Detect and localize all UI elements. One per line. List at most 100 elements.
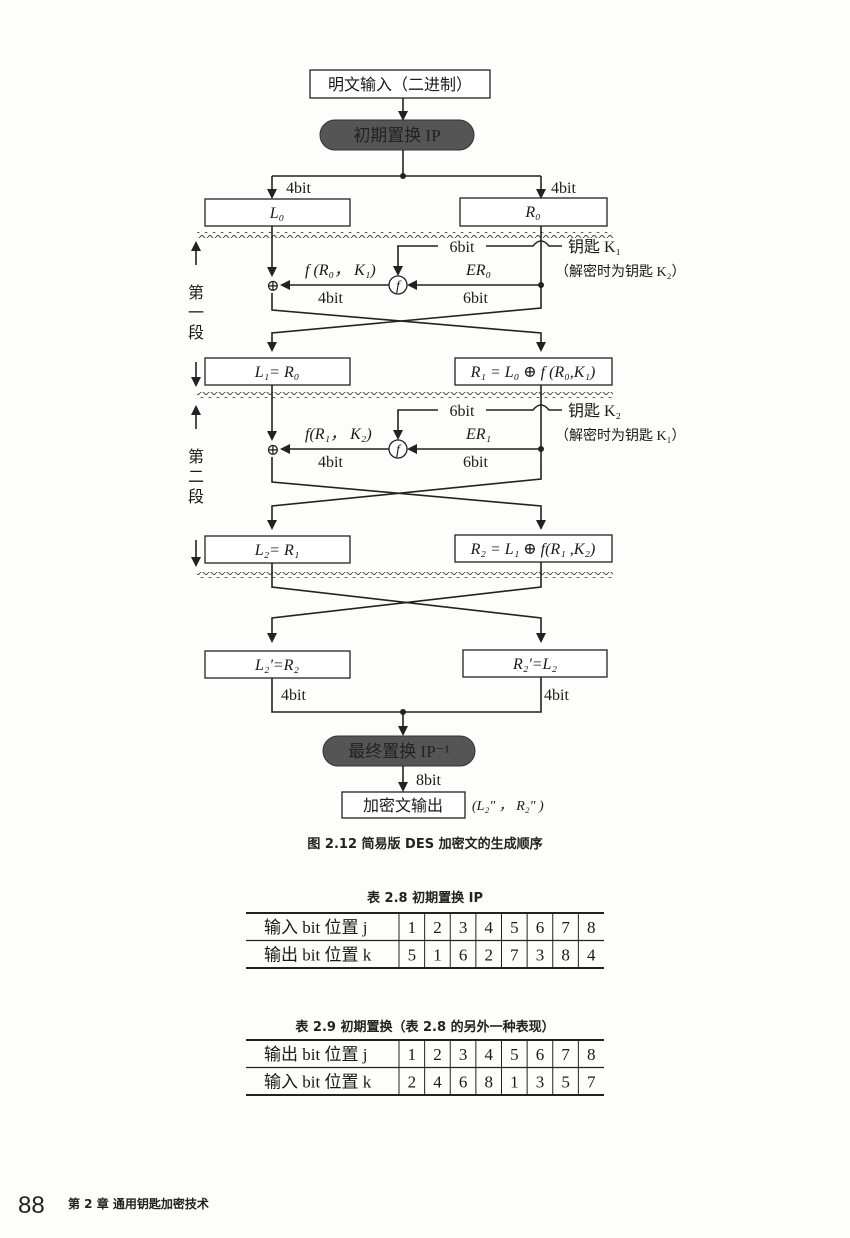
f-output-label: f(R₁， K₂)	[305, 426, 372, 443]
table-cell: 1	[510, 1073, 519, 1092]
key-line	[486, 240, 562, 247]
r2-box	[454, 534, 613, 563]
bits-label: 4bit	[318, 454, 343, 471]
table-cell: 4	[587, 946, 596, 965]
merge-line	[271, 677, 542, 713]
ciphertext-output-box	[341, 791, 466, 819]
stage-label-char: 第	[188, 284, 204, 302]
l1-box	[204, 357, 351, 386]
ciphertext-output-label: 加密文输出	[363, 797, 443, 815]
key-decrypt-note: （解密时为钥匙 K₂）	[555, 263, 686, 280]
table-cell: 2	[433, 1045, 442, 1064]
table-cell: 7	[561, 1045, 570, 1064]
table-cell: 4	[484, 918, 493, 937]
table-cell: 7	[561, 918, 570, 937]
xor-icon: ⊕	[266, 442, 279, 459]
cross-line	[267, 562, 542, 643]
bits-label: 4bit	[281, 687, 306, 704]
xor-icon: ⊕	[266, 278, 279, 295]
row-label: 输入 bit 位置 j	[264, 918, 367, 937]
table-cell: 6	[536, 918, 545, 937]
table-caption: 表 2.8 初期置换 IP	[366, 890, 483, 906]
r0-box	[459, 197, 608, 227]
plaintext-input-label: 明文输入（二进制）	[328, 76, 472, 94]
er-label: ER₁	[465, 426, 491, 443]
table-cell: 3	[536, 1073, 545, 1092]
table-cell: 3	[459, 918, 468, 937]
table-cell: 5	[561, 1073, 570, 1092]
page-number: 88	[18, 1192, 45, 1219]
key-decrypt-note: （解密时为钥匙 K₁）	[555, 427, 686, 444]
table-cell: 6	[536, 1045, 545, 1064]
table-cell: 8	[587, 1045, 596, 1064]
arrow	[393, 245, 438, 276]
wavy-divider	[197, 392, 613, 398]
row-label: 输出 bit 位置 k	[264, 946, 372, 965]
round-1: 第 一 段 ⊕ 6bit 钥匙 K₁ （解密时为钥匙 K₂） f f (R₀， …	[188, 226, 686, 387]
table-cell: 3	[536, 946, 545, 965]
table-cell: 1	[408, 918, 417, 937]
f-output-label: f (R₀， K₁)	[305, 262, 376, 279]
table-cell: 6	[459, 946, 468, 965]
cross-line	[267, 464, 542, 530]
table-cell: 2	[484, 946, 493, 965]
key-line	[486, 404, 562, 411]
bits-label: 4bit	[318, 290, 343, 307]
table-cell: 5	[408, 946, 417, 965]
round-2: 第 二 段 ⊕ 6bit 钥匙 K₂ （解密时为钥匙 K₁） f f(R₁， K…	[188, 385, 686, 567]
r2-prime-box	[462, 649, 608, 678]
f-symbol: f	[396, 279, 402, 294]
stage-label-char: 二	[188, 469, 204, 486]
table-cell: 7	[587, 1073, 596, 1092]
bits-label: 6bit	[463, 454, 488, 471]
r1-box	[454, 357, 613, 386]
wavy-divider	[197, 572, 613, 578]
l2-label: L₂= R₁	[254, 542, 300, 559]
l0-label: L₀	[269, 205, 284, 222]
table-cell: 5	[510, 1045, 519, 1064]
cross-line	[271, 457, 546, 530]
stage-label-char: 第	[188, 448, 204, 466]
output-note: (L₂" ， R₂" )	[472, 799, 544, 814]
l2-box	[204, 535, 351, 564]
initial-permutation-label: 初期置换 IP	[353, 126, 440, 145]
table-cell: 8	[484, 1073, 493, 1092]
row-label: 输出 bit 位置 j	[264, 1045, 367, 1064]
r0-label: R₀	[524, 204, 540, 221]
cross-line	[267, 300, 542, 352]
table-cell: 8	[561, 946, 570, 965]
key-label: 钥匙 K₁	[568, 238, 621, 256]
wavy-divider	[197, 232, 613, 238]
initial-permutation-pill	[319, 119, 475, 151]
f-symbol: f	[396, 443, 402, 458]
table-cell: 4	[433, 1073, 442, 1092]
final-permutation-label: 最终置换 IP⁻¹	[348, 742, 449, 761]
er-label: ER₀	[465, 262, 491, 279]
r2-label: R₂ = L₁ ⊕ f(R₁ ,K₂)	[470, 541, 596, 558]
table-cell: 5	[510, 918, 519, 937]
bits-label: 4bit	[544, 687, 569, 704]
table-cell: 4	[484, 1045, 493, 1064]
arrow	[393, 409, 438, 440]
cross-line	[271, 293, 546, 352]
key-label: 钥匙 K₂	[568, 402, 621, 420]
plaintext-input-box	[309, 69, 491, 99]
l1-label: L₁= R₀	[254, 364, 300, 381]
bits-label: 6bit	[463, 290, 488, 307]
r2-prime-label: R₂'=L₂	[512, 656, 557, 673]
row-label: 输入 bit 位置 k	[264, 1073, 372, 1092]
bits-label: 4bit	[286, 180, 311, 197]
bits-label: 4bit	[551, 180, 576, 197]
l0-box	[204, 198, 351, 227]
figure-caption: 图 2.12 简易版 DES 加密文的生成顺序	[307, 836, 542, 852]
table-caption: 表 2.9 初期置换（表 2.8 的另外一种表现）	[294, 1019, 554, 1035]
stage-label-char: 段	[188, 488, 204, 506]
r1-label: R₁ = L₀ ⊕ f (R₀,K₁)	[470, 364, 596, 381]
bits-label: 8bit	[416, 772, 441, 789]
key-bits-label: 6bit	[450, 239, 475, 256]
l2-prime-label: L₂'=R₂	[254, 657, 299, 674]
key-bits-label: 6bit	[450, 403, 475, 420]
table-cell: 2	[433, 918, 442, 937]
